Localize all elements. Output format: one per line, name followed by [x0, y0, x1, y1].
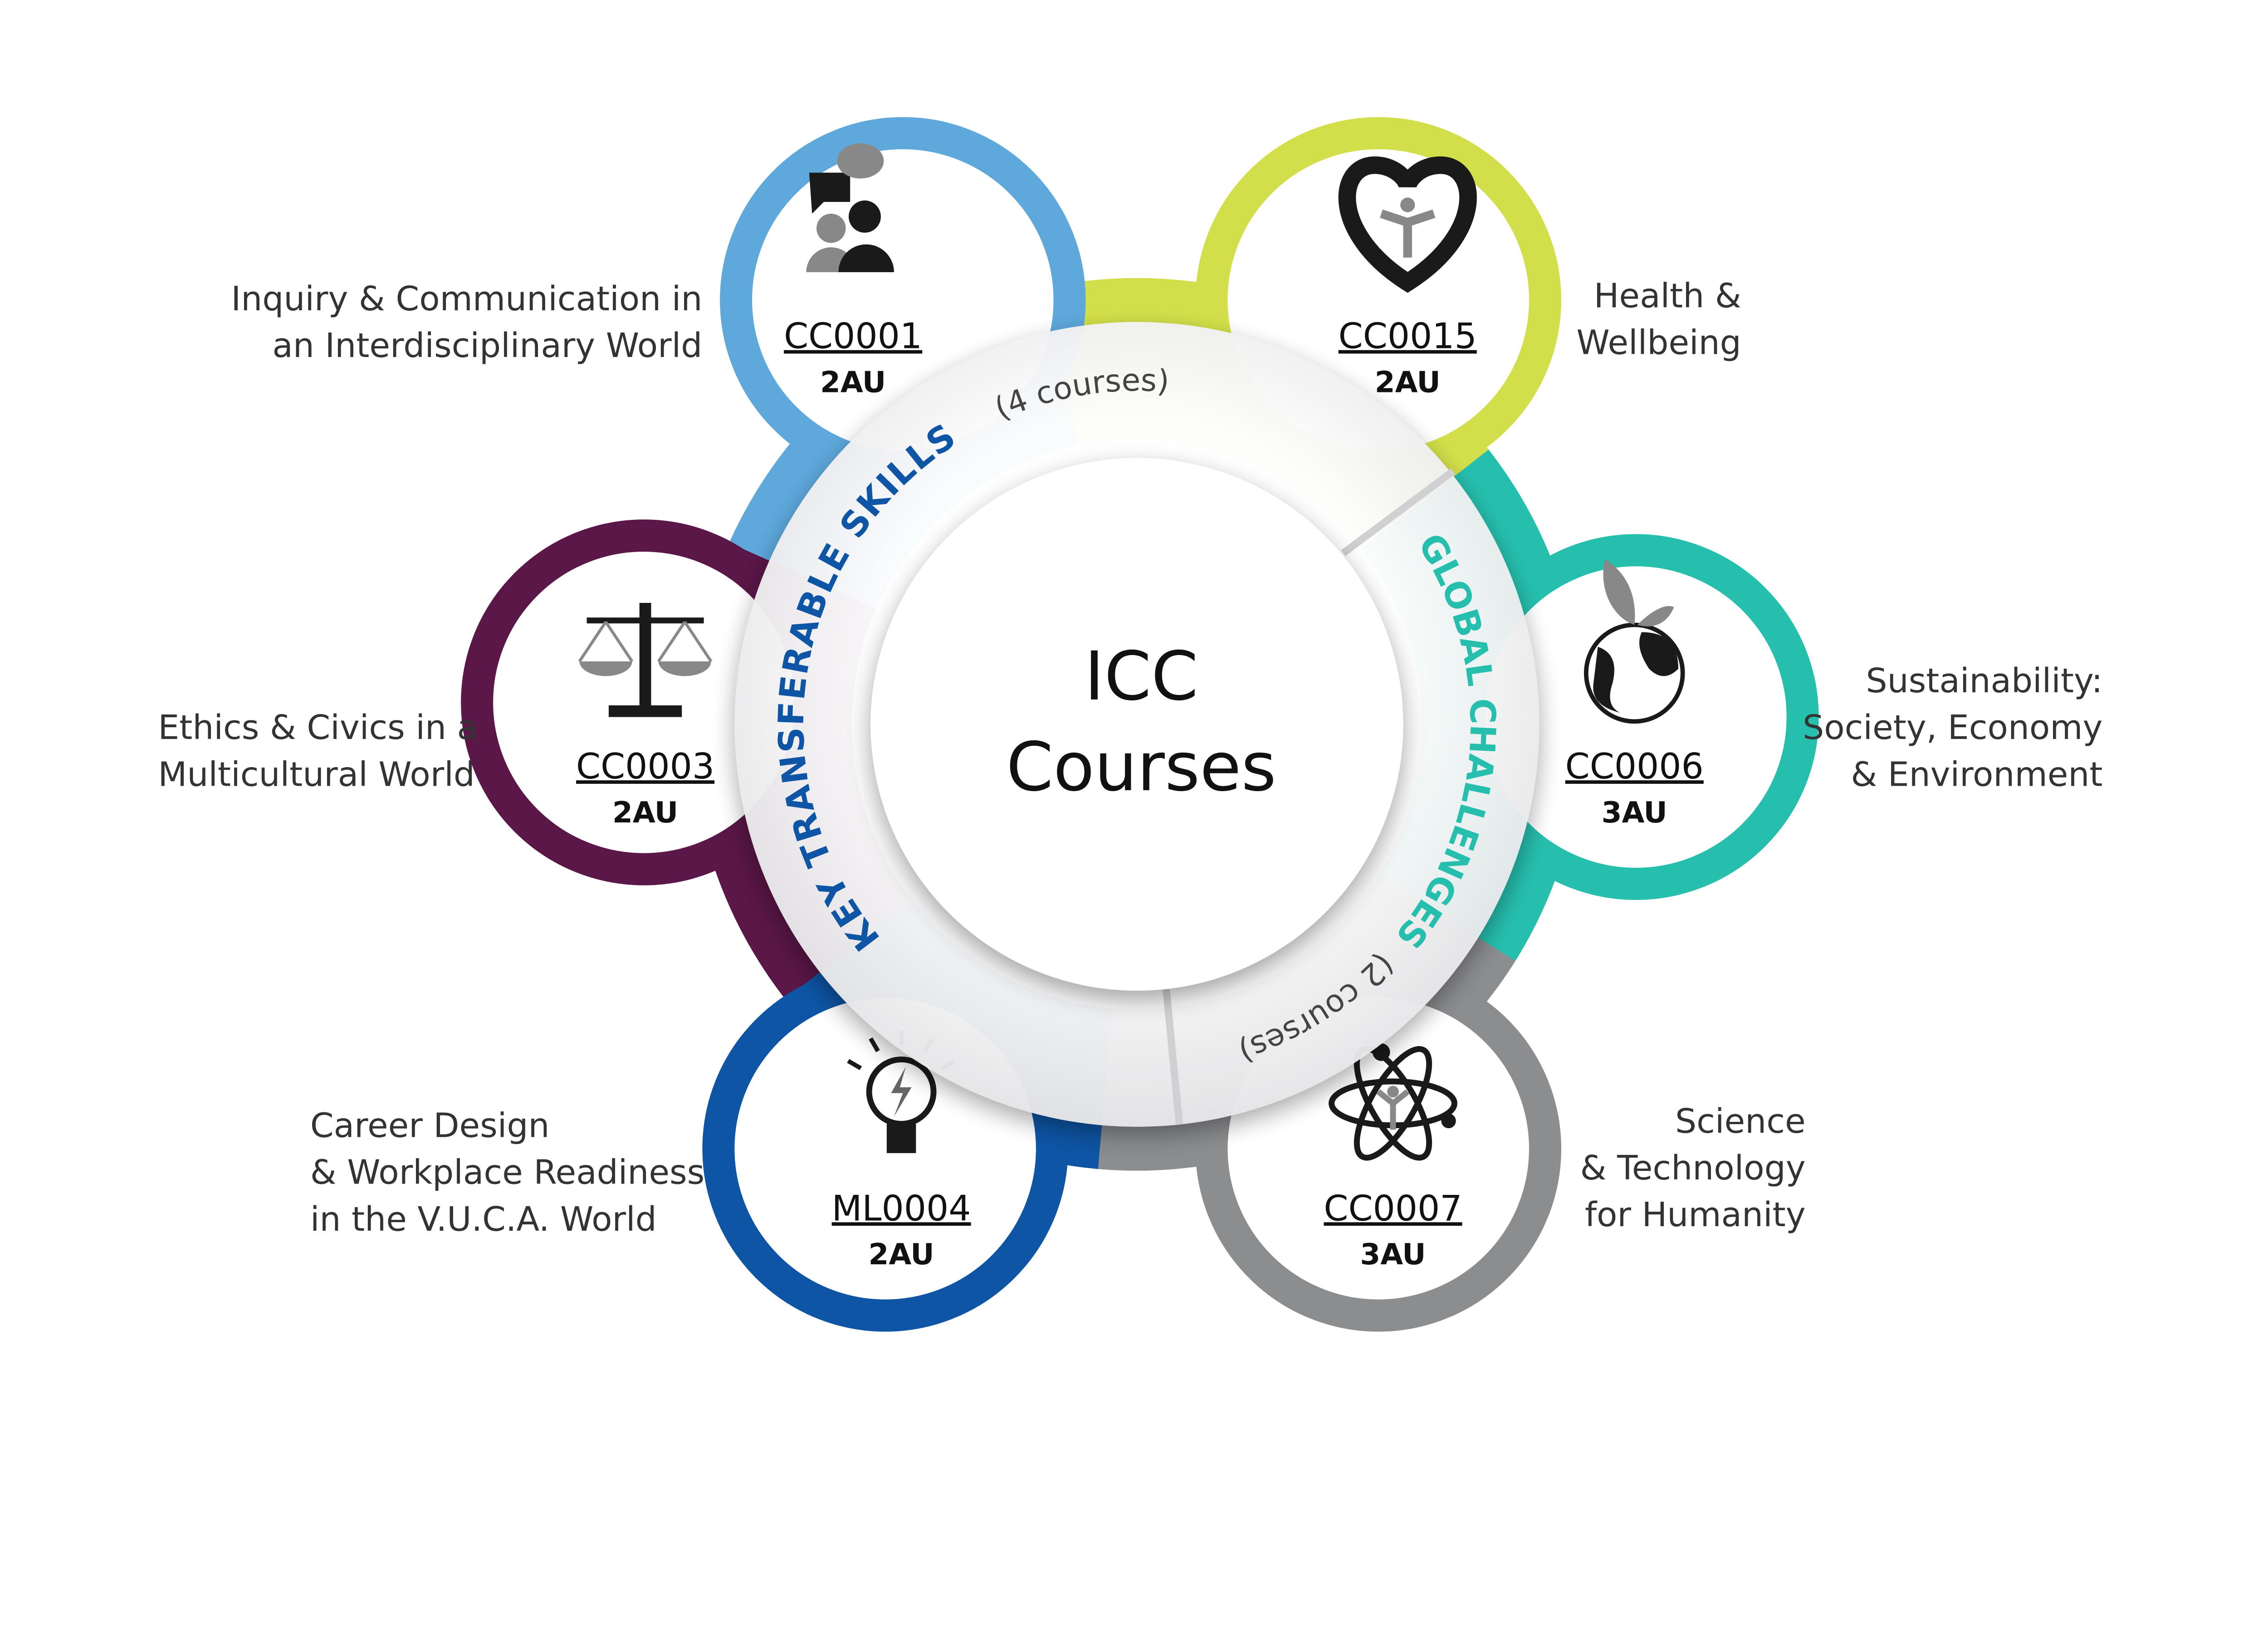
- course-title-line: & Environment: [1851, 755, 2102, 794]
- course-code[interactable]: ML0004: [832, 1188, 971, 1229]
- course-credits: 2AU: [612, 796, 678, 830]
- lightbulb-icon: [847, 1030, 956, 1153]
- heart-person-icon: [1338, 156, 1477, 293]
- course-code[interactable]: CC0001: [784, 316, 922, 357]
- course-title-line: Wellbeing: [1576, 323, 1741, 362]
- course-title-line: an Interdisciplinary World: [272, 326, 702, 365]
- course-title-line: & Workplace Readiness: [310, 1153, 704, 1192]
- course-code[interactable]: CC0006: [1565, 746, 1704, 787]
- center-title-line1: ICC: [1085, 637, 1198, 715]
- course-code[interactable]: CC0003: [576, 746, 714, 787]
- course-credits: 3AU: [1360, 1238, 1426, 1272]
- globe-sprout-icon: [1584, 559, 1685, 724]
- course-title-line: Inquiry & Communication in: [231, 279, 702, 318]
- course-title-line: & Technology: [1580, 1149, 1806, 1188]
- course-title-line: in the V.U.C.A. World: [310, 1200, 657, 1239]
- course-credits: 2AU: [1375, 366, 1441, 400]
- ring-divider-bottom: [1162, 988, 1183, 1125]
- course-title-line: Society, Economy: [1803, 708, 2102, 747]
- ring-divider-top: [1341, 468, 1456, 556]
- course-title-line: Ethics & Civics in a: [158, 708, 478, 747]
- inner-disc: [870, 458, 1403, 991]
- course-title-line: Career Design: [310, 1106, 550, 1145]
- course-credits: 3AU: [1602, 796, 1667, 830]
- course-title-line: Health &: [1594, 276, 1741, 315]
- course-title-line: Science: [1675, 1102, 1806, 1141]
- conversation-people-icon: [806, 143, 894, 272]
- course-node-cc0006[interactable]: CC0006 3AU: [1453, 534, 1819, 900]
- atom-person-icon: [1329, 1043, 1457, 1161]
- scales-icon: [578, 603, 713, 717]
- course-credits: 2AU: [868, 1238, 934, 1272]
- course-code[interactable]: CC0015: [1339, 316, 1477, 357]
- course-title-line: for Humanity: [1585, 1195, 1806, 1234]
- course-title-line: Sustainability:: [1866, 661, 2103, 700]
- course-code[interactable]: CC0007: [1324, 1188, 1462, 1229]
- course-title-line: Multicultural World: [158, 755, 475, 794]
- center-title-line2: Courses: [1006, 728, 1276, 806]
- icc-courses-diagram: CC0001 2AU CC0015 2AU CC0006 3AU CC0007 3AU ML00…: [158, 117, 2103, 1332]
- course-credits: 2AU: [820, 366, 886, 400]
